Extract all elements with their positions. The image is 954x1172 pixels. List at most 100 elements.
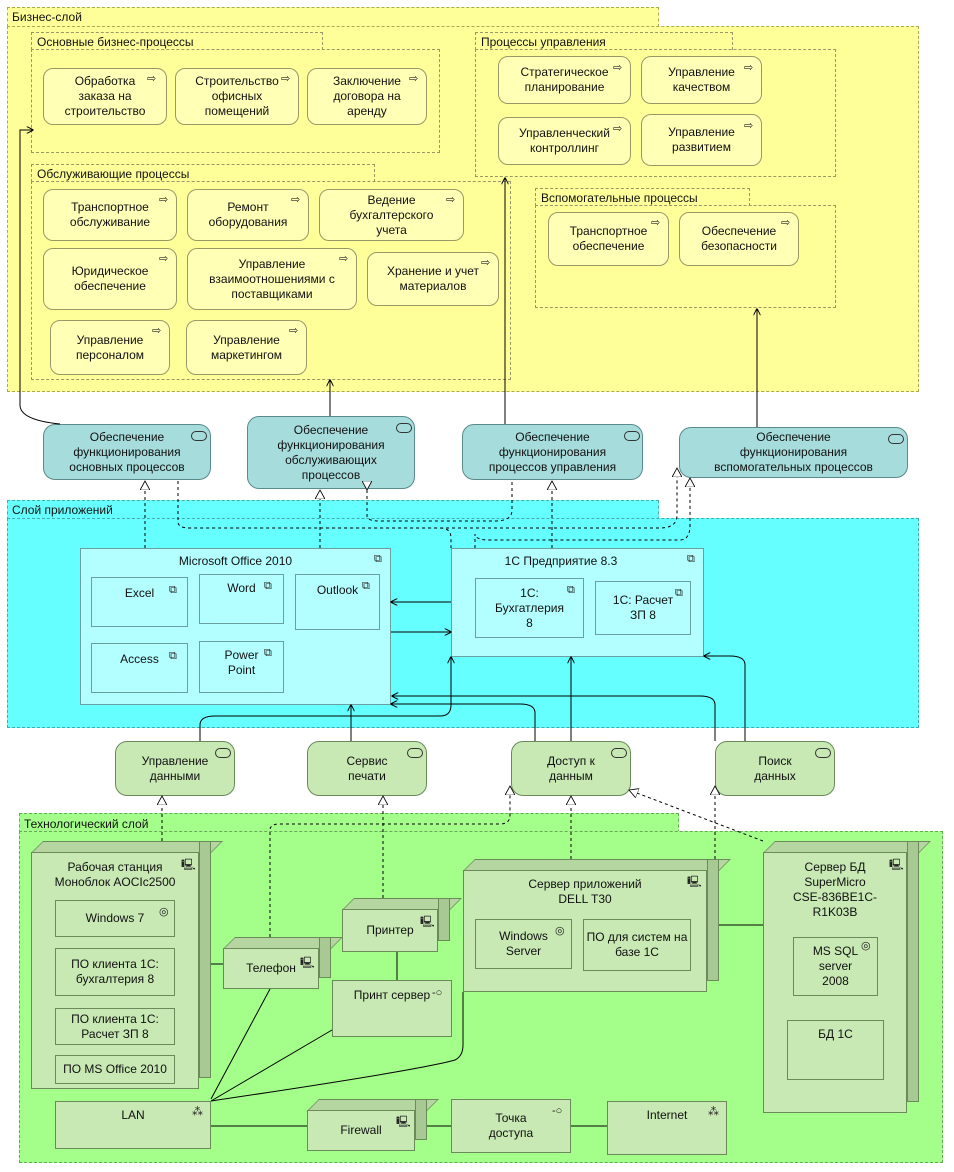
service-icon bbox=[407, 748, 423, 758]
node-lan[interactable]: LAN bbox=[55, 1101, 211, 1149]
interface-icon: -○ bbox=[552, 1105, 563, 1117]
component-icon: ⧉ bbox=[169, 584, 177, 596]
process-office-construction[interactable]: Строительство офисных помещений bbox=[175, 68, 299, 125]
process-legal-support[interactable]: Юридическое обеспечение bbox=[43, 248, 177, 310]
process-arrow-icon: ⇨ bbox=[291, 194, 301, 206]
system-software-icon: ◎ bbox=[159, 906, 169, 918]
flow-search-1c bbox=[704, 656, 746, 741]
component-icon: ⧉ bbox=[264, 580, 272, 592]
node-phone[interactable]: Телефон bbox=[223, 948, 319, 989]
realize-phone-access bbox=[269, 786, 510, 937]
process-quality-management[interactable]: Управление качеством bbox=[641, 56, 762, 104]
node-db-server-title: Сервер БД SuperMicro CSE-836BE1C- R1K03B bbox=[792, 860, 878, 919]
realize-1c-support bbox=[474, 478, 690, 548]
process-arrow-icon: ⇨ bbox=[339, 253, 349, 265]
process-order-processing[interactable]: Обработка заказа на строительство bbox=[43, 68, 167, 125]
component-outlook[interactable]: Outlook bbox=[295, 574, 380, 630]
application-layer-label: Слой приложений bbox=[12, 503, 113, 517]
service-icon bbox=[191, 431, 207, 441]
process-transport-service[interactable]: Транспортное обслуживание bbox=[43, 189, 177, 241]
business-layer-label: Бизнес-слой bbox=[12, 10, 82, 24]
component-powerpoint[interactable]: Power Point bbox=[199, 641, 284, 693]
process-arrow-icon: ⇨ bbox=[147, 73, 157, 85]
process-materials-storage[interactable]: Хранение и учет материалов bbox=[367, 252, 499, 306]
network-icon: ⁂ bbox=[708, 1106, 719, 1118]
process-management-controlling[interactable]: Управленческий контроллинг bbox=[498, 117, 631, 165]
process-supplier-relations[interactable]: Управление взаимоотношениями с поставщик… bbox=[187, 248, 357, 310]
process-arrow-icon: ⇨ bbox=[409, 73, 419, 85]
node-firewall[interactable]: Firewall bbox=[307, 1110, 415, 1151]
process-development-management[interactable]: Управление развитием bbox=[641, 114, 762, 166]
process-accounting[interactable]: Ведение бухгалтерского учета bbox=[319, 189, 464, 241]
node-app-server-side bbox=[707, 859, 719, 981]
component-excel[interactable]: Excel bbox=[91, 577, 188, 627]
link-lan-phone bbox=[210, 988, 271, 1100]
network-icon: ⁂ bbox=[192, 1106, 203, 1118]
component-icon: ⧉ bbox=[264, 647, 272, 659]
node-access-point[interactable]: Точка доступа bbox=[451, 1099, 571, 1153]
service-icon bbox=[611, 748, 627, 758]
app-service-support[interactable]: Обеспечение функционирования вспомогател… bbox=[679, 427, 908, 478]
node-printer[interactable]: Принтер bbox=[342, 909, 438, 952]
system-software-icon: ◎ bbox=[555, 925, 565, 937]
device-icon: 🖳 bbox=[181, 859, 196, 871]
link-lan-appserver bbox=[210, 992, 464, 1102]
component-1c-enterprise-title: 1С Предприятие 8.3 bbox=[504, 554, 618, 568]
node-workstation-side bbox=[199, 841, 211, 1078]
link-lan-printserver bbox=[210, 1029, 333, 1102]
component-1c-accounting[interactable]: 1С: Бухгатлерия 8 bbox=[475, 578, 584, 638]
service-icon bbox=[396, 423, 412, 433]
group-service-label: Обслуживающие процессы bbox=[37, 167, 190, 181]
node-firewall-side bbox=[415, 1099, 427, 1140]
process-arrow-icon: ⇨ bbox=[744, 62, 754, 74]
business-layer bbox=[7, 7, 659, 27]
process-arrow-icon: ⇨ bbox=[744, 120, 754, 132]
node-app-server-title: Сервер приложений DELL T30 bbox=[528, 877, 642, 906]
device-icon: 🖳 bbox=[300, 957, 315, 969]
app-service-core[interactable]: Обеспечение функционирования основных пр… bbox=[43, 424, 211, 480]
flow-data-mgmt bbox=[199, 657, 451, 741]
process-marketing-management[interactable]: Управление маркетингом bbox=[186, 320, 307, 375]
app-service-service[interactable]: Обеспечение функционирования обслуживающ… bbox=[247, 416, 415, 489]
component-word[interactable]: Word bbox=[199, 574, 284, 624]
process-arrow-icon: ⇨ bbox=[613, 62, 623, 74]
app-service-management[interactable]: Обеспечение функционирования процессов у… bbox=[462, 424, 643, 480]
component-icon: ⧉ bbox=[675, 587, 683, 599]
artifact-ms-sql-server[interactable]: MS SQL server 2008 bbox=[793, 937, 878, 996]
process-arrow-icon: ⇨ bbox=[651, 217, 661, 229]
process-personnel-management[interactable]: Управление персоналом bbox=[50, 320, 170, 375]
artifact-1c-payroll-client[interactable]: ПО клиента 1С: Расчет ЗП 8 bbox=[55, 1008, 175, 1045]
process-arrow-icon: ⇨ bbox=[281, 73, 291, 85]
component-access[interactable]: Access bbox=[91, 643, 188, 693]
component-icon: ⧉ bbox=[169, 650, 177, 662]
process-arrow-icon: ⇨ bbox=[159, 194, 169, 206]
artifact-windows7[interactable]: Windows 7 bbox=[55, 900, 175, 937]
artifact-1c-database[interactable]: БД 1С bbox=[787, 1020, 884, 1080]
realize-db-access bbox=[629, 790, 764, 842]
application-layer bbox=[7, 500, 659, 520]
process-equipment-repair[interactable]: Ремонт оборудования bbox=[187, 189, 309, 241]
process-strategic-planning[interactable]: Стратегическое планирование bbox=[498, 56, 631, 104]
node-db-server-side bbox=[907, 841, 919, 1102]
process-transport-provision[interactable]: Транспортное обеспечение bbox=[548, 212, 669, 266]
process-arrow-icon: ⇨ bbox=[781, 217, 791, 229]
realize-office-management bbox=[320, 468, 677, 529]
node-workstation-title: Рабочая станция Моноблок AOCIc2500 bbox=[54, 860, 176, 889]
artifact-1c-accounting-client[interactable]: ПО клиента 1С: бухгалтерия 8 bbox=[55, 948, 175, 996]
process-lease-contract[interactable]: Заключение договора на аренду bbox=[307, 68, 427, 125]
node-printer-side bbox=[438, 898, 450, 941]
group-support bbox=[535, 205, 836, 308]
component-icon: ⧉ bbox=[687, 553, 695, 565]
node-print-server[interactable]: Принт сервер bbox=[332, 980, 452, 1037]
process-security[interactable]: Обеспечение безопасности bbox=[679, 212, 799, 266]
artifact-ms-office-client[interactable]: ПО MS Office 2010 bbox=[55, 1055, 175, 1084]
artifact-windows-server[interactable]: Windows Server bbox=[475, 919, 572, 969]
node-internet[interactable]: Internet bbox=[607, 1101, 727, 1155]
flow-data-search bbox=[392, 696, 716, 741]
process-arrow-icon: ⇨ bbox=[446, 194, 456, 206]
group-core-tab bbox=[31, 32, 323, 50]
component-1c-payroll[interactable]: 1С: Расчет ЗП 8 bbox=[595, 581, 691, 635]
artifact-1c-platform[interactable]: ПО для систем на базе 1С bbox=[583, 919, 691, 971]
realize-1c-core bbox=[177, 481, 452, 548]
interface-icon: -○ bbox=[432, 987, 443, 999]
